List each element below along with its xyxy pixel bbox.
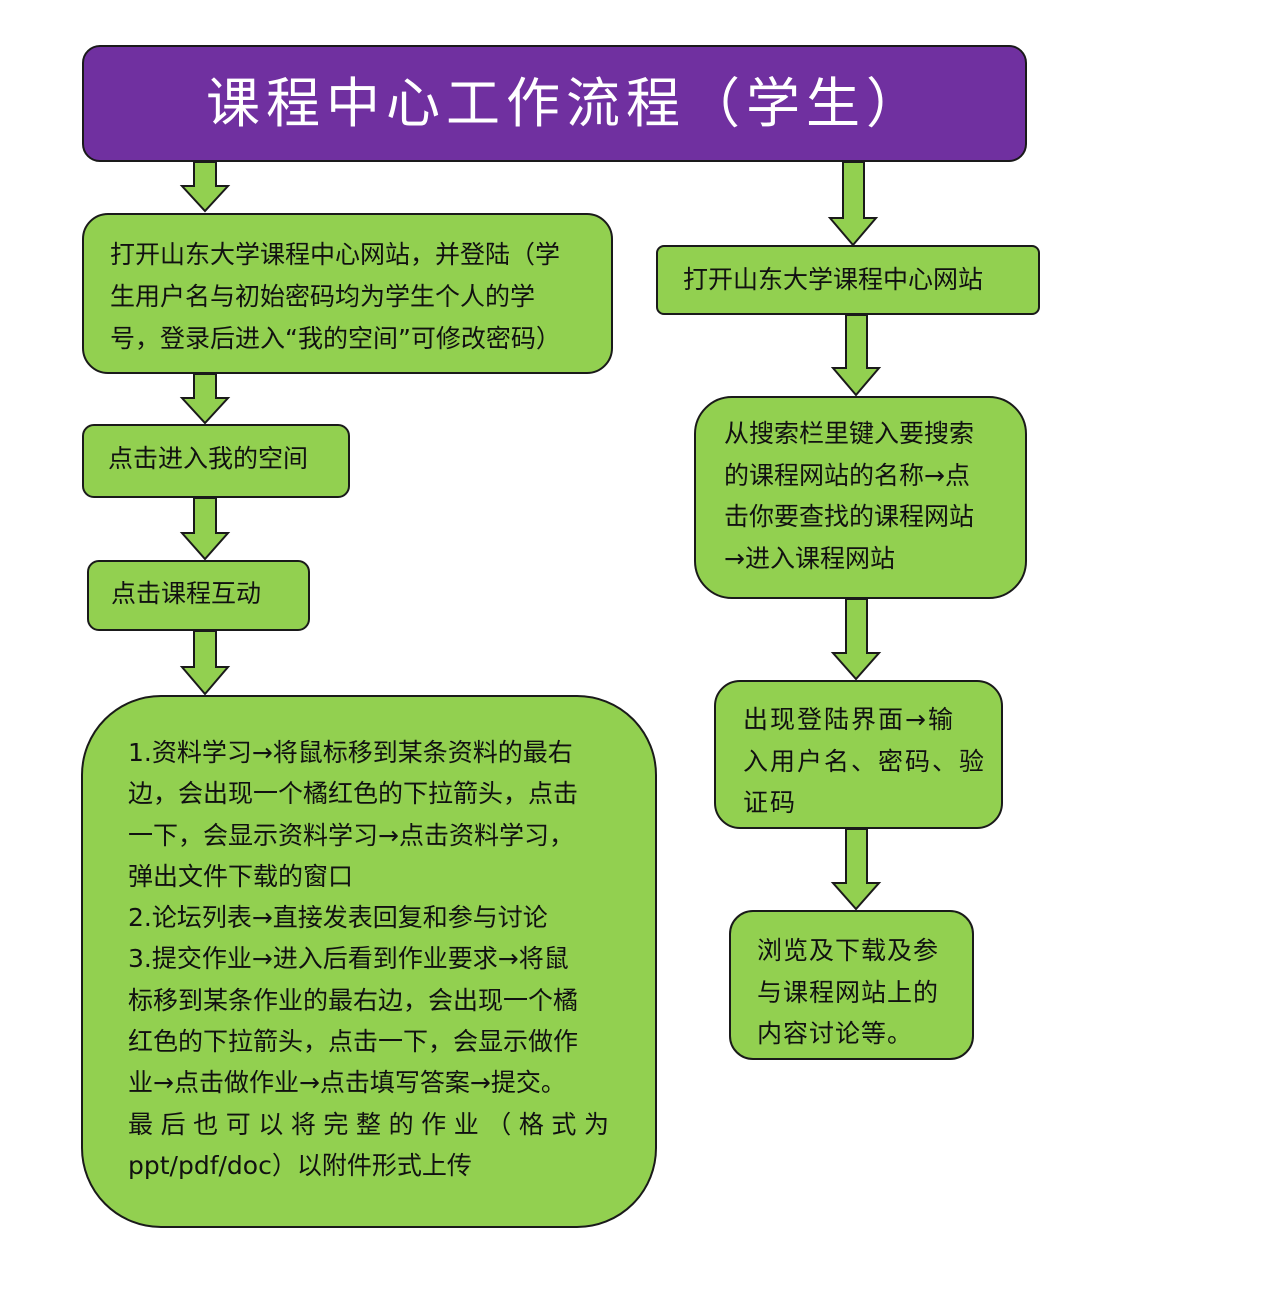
right-step3-line: 出现登陆界面→输 <box>743 705 955 734</box>
arrow-left-step3-to-step4 <box>179 630 231 696</box>
right-step3-box: 出现登陆界面→输 入用户名、密码、验 证码 <box>714 680 1003 829</box>
left-step4-line: 红色的下拉箭头，点击一下，会显示做作 <box>128 1027 579 1057</box>
arrow-title-to-left-step1 <box>179 161 231 213</box>
left-step1-line: 打开山东大学课程中心网站，并登陆（学 <box>110 240 561 269</box>
left-step1-box: 打开山东大学课程中心网站，并登陆（学 生用户名与初始密码均为学生个人的学 号，登… <box>82 213 613 374</box>
arrow-right-step3-to-step4 <box>830 828 882 911</box>
right-step1-label: 打开山东大学课程中心网站 <box>683 265 984 294</box>
arrow-left-step1-to-step2 <box>179 373 231 425</box>
left-step4-line: 1.资料学习→将鼠标移到某条资料的最右 <box>128 738 573 767</box>
left-step4-box: 1.资料学习→将鼠标移到某条资料的最右 边，会出现一个橘红色的下拉箭头，点击 一… <box>81 695 657 1228</box>
right-step4-line: 与课程网站上的 <box>757 977 940 1007</box>
right-step3-line: 入用户名、密码、验 <box>743 746 987 776</box>
left-step1-line: 生用户名与初始密码均为学生个人的学 <box>110 282 536 311</box>
arrow-right-step1-to-step2 <box>830 314 882 397</box>
left-step4-line: 一下，会显示资料学习→点击资料学习， <box>128 820 574 850</box>
arrow-right-step2-to-step3 <box>830 598 882 681</box>
flowchart-title: 课程中心工作流程（学生） <box>82 45 1027 162</box>
left-step2-label: 点击进入我的空间 <box>108 444 309 473</box>
right-step4-box: 浏览及下载及参 与课程网站上的 内容讨论等。 <box>729 910 974 1060</box>
right-step2-line: 的课程网站的名称→点 <box>724 460 970 490</box>
arrow-left-step2-to-step3 <box>179 497 231 561</box>
left-step4-line: 最后也可以将完整的作业（格式为 <box>128 1109 609 1139</box>
right-step1-box: 打开山东大学课程中心网站 <box>656 245 1040 315</box>
left-step4-line: ppt/pdf/doc）以附件形式上传 <box>128 1150 472 1180</box>
left-step2-box: 点击进入我的空间 <box>82 424 350 498</box>
right-step2-line: 击你要查找的课程网站 <box>724 502 975 531</box>
left-step4-line: 2.论坛列表→直接发表回复和参与讨论 <box>128 903 548 933</box>
left-step1-line: 号，登录后进入“我的空间”可修改密码） <box>110 324 561 353</box>
right-step4-line: 浏览及下载及参 <box>757 936 940 965</box>
right-step3-line: 证码 <box>743 788 798 817</box>
right-step4-line: 内容讨论等。 <box>757 1019 914 1048</box>
left-step4-line: 标移到某条作业的最右边，会出现一个橘 <box>128 985 579 1015</box>
left-step3-box: 点击课程互动 <box>87 560 310 631</box>
arrow-title-to-right-step1 <box>827 161 879 247</box>
right-step2-box: 从搜索栏里键入要搜索 的课程网站的名称→点 击你要查找的课程网站 →进入课程网站 <box>694 396 1027 599</box>
left-step3-label: 点击课程互动 <box>111 579 262 608</box>
left-step4-line: 业→点击做作业→点击填写答案→提交。 <box>128 1068 566 1098</box>
right-step2-line: 从搜索栏里键入要搜索 <box>724 419 975 448</box>
left-step4-line: 弹出文件下载的窗口 <box>128 861 354 891</box>
left-step4-line: 3.提交作业→进入后看到作业要求→将鼠 <box>128 944 569 974</box>
right-step2-line: →进入课程网站 <box>724 543 895 573</box>
left-step4-line: 边，会出现一个橘红色的下拉箭头，点击 <box>128 779 579 809</box>
